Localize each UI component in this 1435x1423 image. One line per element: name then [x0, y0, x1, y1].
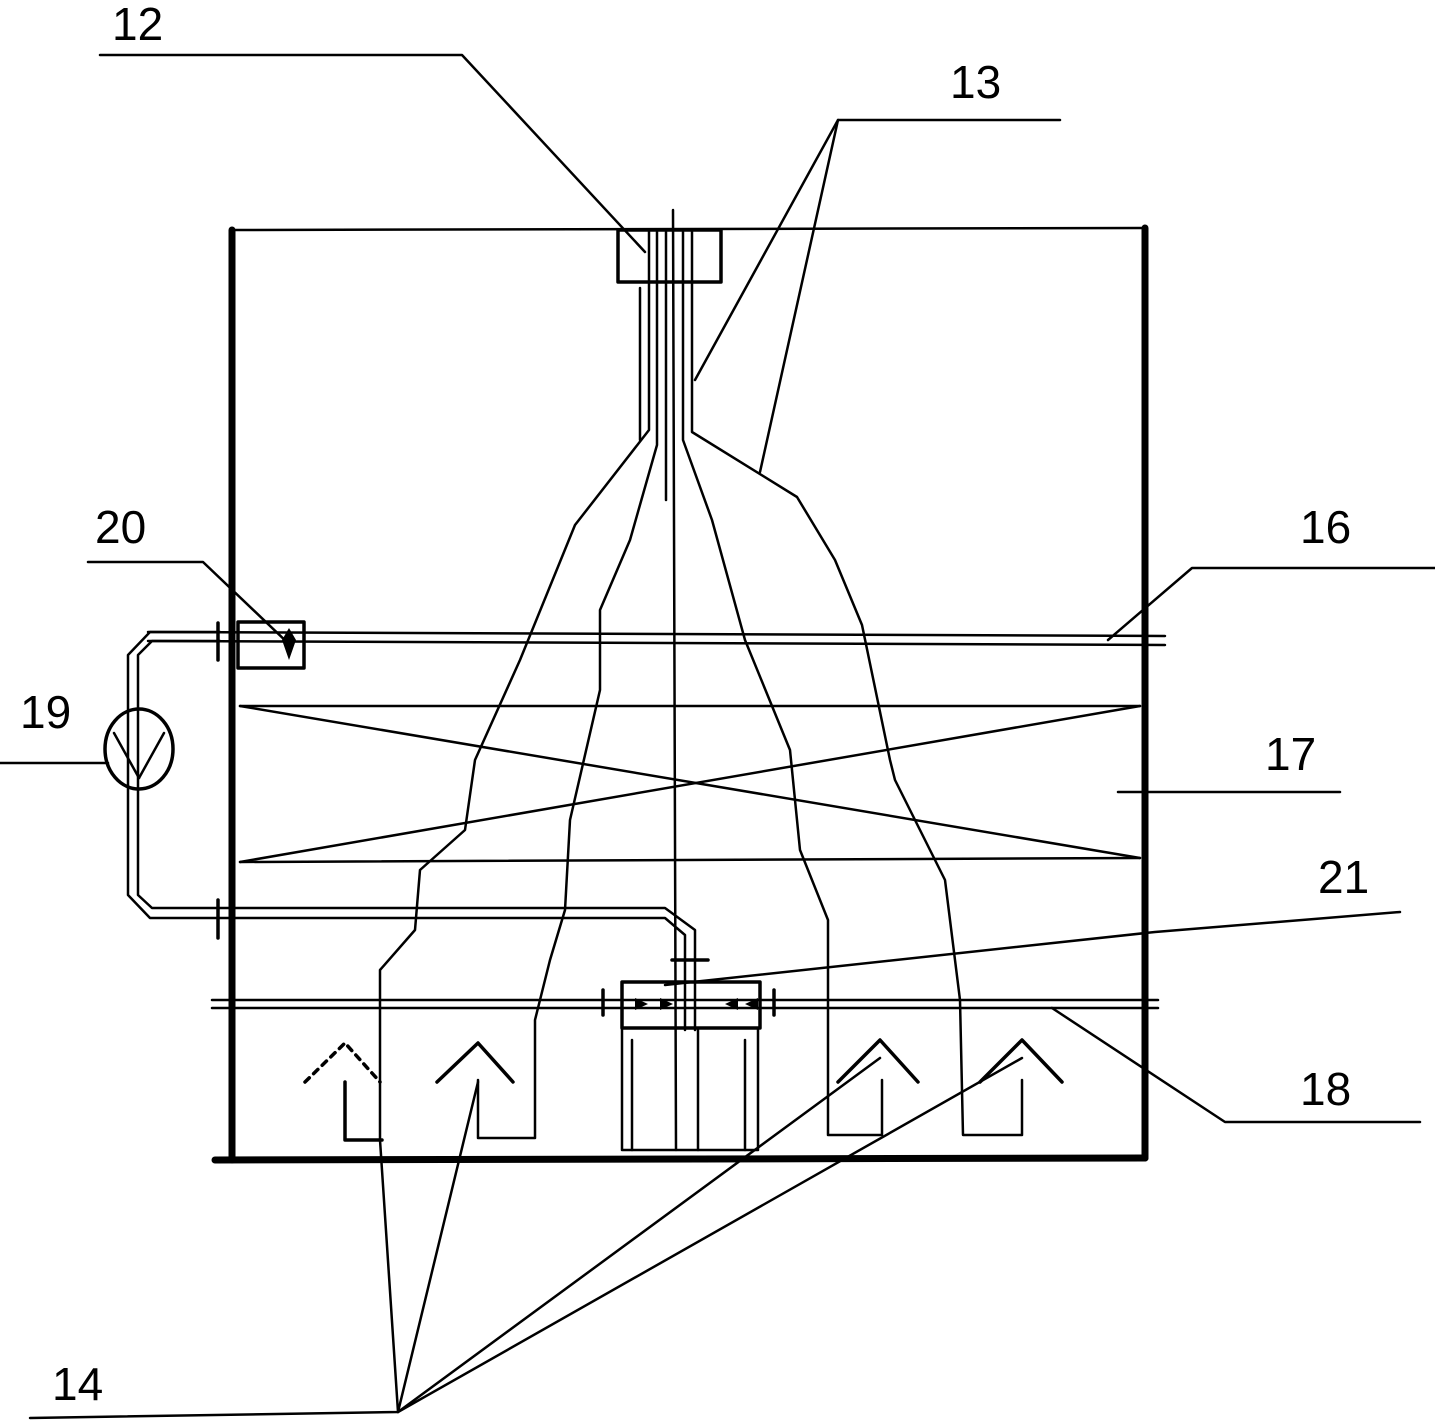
- chamber: [211, 224, 1149, 1164]
- circulation-loop: [103, 630, 710, 1032]
- up-arrows: [303, 1038, 1064, 1142]
- label-16: 16: [1300, 501, 1351, 553]
- label-13: 13: [950, 56, 1001, 108]
- upper-pipe: [146, 620, 1167, 670]
- label-18: 18: [1300, 1063, 1351, 1115]
- leader-lines: [0, 53, 1435, 1420]
- label-12: 12: [112, 0, 163, 50]
- label-14: 14: [52, 1358, 103, 1410]
- static-mixer: [238, 704, 1142, 864]
- label-21: 21: [1318, 851, 1369, 903]
- label-19: 19: [20, 686, 71, 738]
- top-connector-box: [616, 208, 723, 1152]
- label-20: 20: [95, 501, 146, 553]
- bottom-supports: [620, 1026, 760, 1152]
- label-17: 17: [1265, 728, 1316, 780]
